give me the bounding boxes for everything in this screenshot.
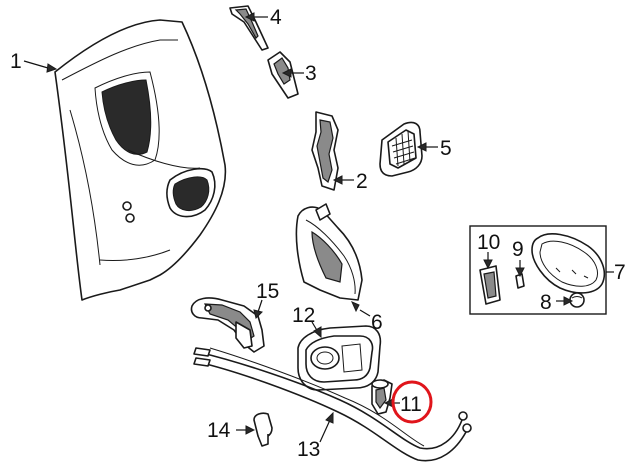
part-14-clip <box>253 412 273 447</box>
callout-10: 10 <box>477 231 500 254</box>
part-12-housing <box>297 325 382 391</box>
callout-3: 3 <box>305 62 317 85</box>
part-3-bracket <box>267 51 299 99</box>
callout-5: 5 <box>440 137 452 160</box>
part-15-hinge <box>190 297 265 353</box>
callout-9: 9 <box>512 238 524 261</box>
part-5-vent <box>379 121 423 177</box>
part-6-shield <box>295 203 363 301</box>
part-4-bracket <box>229 5 269 51</box>
callout-4: 4 <box>270 6 282 29</box>
callout-labels: 1 4 3 2 5 6 7 8 9 10 11 12 13 14 15 <box>10 6 626 461</box>
part-1-quarter-panel <box>54 19 227 301</box>
part-7-fuel-door <box>531 233 606 294</box>
callout-11: 11 <box>400 393 422 416</box>
part-13-cables <box>193 347 472 462</box>
part-2-baffle <box>311 111 339 191</box>
callout-14: 14 <box>207 419 231 442</box>
callout-1: 1 <box>10 50 22 73</box>
callout-6: 6 <box>371 311 383 334</box>
part-8-bumper <box>569 292 585 308</box>
callout-13: 13 <box>297 438 320 461</box>
callout-8: 8 <box>540 291 552 314</box>
callout-7: 7 <box>614 261 626 284</box>
part-10-door-hinge <box>479 265 501 305</box>
callout-12: 12 <box>292 304 315 327</box>
highlight-ring <box>391 380 433 424</box>
leader-lines <box>23 12 614 443</box>
part-11-actuator <box>371 379 393 415</box>
callout-15: 15 <box>256 280 279 303</box>
part-7-door-assembly-box <box>469 225 607 315</box>
callout-2: 2 <box>356 170 368 193</box>
